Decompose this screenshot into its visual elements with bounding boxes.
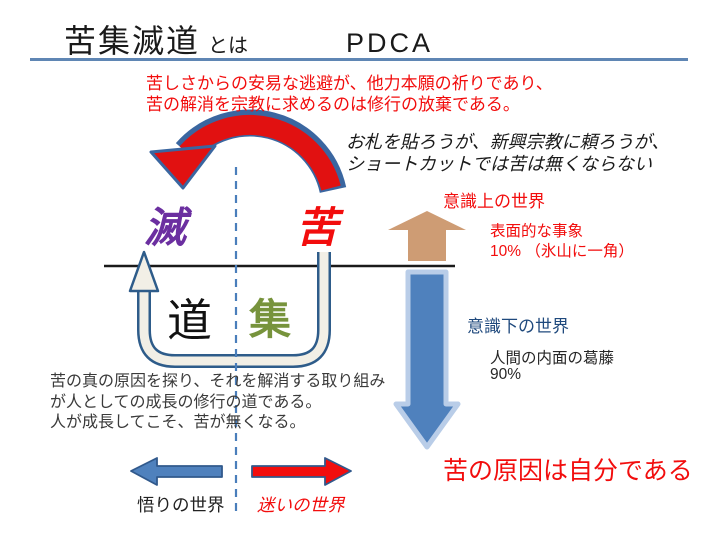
- subconscious-down-arrow: [393, 269, 461, 450]
- warning-line-2: 苦の解消を宗教に求めるのは修行の放棄である。: [146, 95, 520, 114]
- title-underline: [30, 58, 688, 61]
- arc-arrowhead-icon: [149, 144, 217, 190]
- quote-line-1: お札を貼ろうが、新興宗教に頼ろうが、: [346, 132, 670, 152]
- title-pdca: PDCA: [346, 28, 434, 58]
- quote-line-2: ショートカットでは苦は無くならない: [346, 154, 652, 174]
- delusion-right-arrow: [251, 457, 352, 486]
- conscious-world-label: 意識上の世界: [443, 192, 545, 211]
- quadrant-ku: 苦: [296, 204, 339, 251]
- subconscious-desc-2: 90%: [490, 366, 522, 383]
- conscious-desc-2: 10% （氷山に一角）: [490, 243, 634, 260]
- shortcut-arc-arrow: [149, 109, 347, 194]
- warning-line-1: 苦しさからの安易な逃避が、他力本願の祈りであり、: [146, 74, 553, 93]
- note-line-1: 苦の真の原因を探り、それを解消する取り組み: [50, 373, 386, 390]
- title-suffix: とは: [208, 35, 249, 57]
- quadrant-metsu: 滅: [144, 204, 187, 251]
- quadrant-shuu: 集: [249, 296, 292, 343]
- note-line-2: が人としての成長の修行の道である。: [50, 393, 322, 411]
- note-line-3: 人が成長してこそ、苦が無くなる。: [50, 414, 306, 431]
- title-main: 苦集滅道: [64, 23, 201, 59]
- quote-text: お札を貼ろうが、新興宗教に頼ろうが、 ショートカットでは苦は無くならない: [346, 131, 669, 175]
- subconscious-world-label: 意識下の世界: [467, 317, 569, 336]
- surface-up-arrow: [388, 211, 466, 261]
- note-text: 苦の真の原因を探り、それを解消する取り組み が人としての成長の修行の道である。 …: [50, 372, 385, 434]
- quadrant-dou: 道: [167, 295, 213, 346]
- delusion-world-label: 迷いの世界: [257, 495, 345, 515]
- conclusion-text: 苦の原因は自分である: [443, 457, 693, 485]
- u-arrowhead-icon: [128, 250, 160, 293]
- page-title: 苦集滅道 とは PDCA: [64, 16, 433, 62]
- enlightenment-world-label: 悟りの世界: [137, 495, 225, 515]
- practice-u-arrow: [128, 250, 331, 368]
- conscious-desc-1: 表面的な事象: [490, 223, 584, 240]
- enlightenment-left-arrow: [130, 457, 223, 486]
- warning-text: 苦しさからの安易な逃避が、他力本願の祈りであり、 苦の解消を宗教に求めるのは修行…: [146, 73, 553, 115]
- subconscious-desc-1: 人間の内面の葛藤: [490, 350, 615, 367]
